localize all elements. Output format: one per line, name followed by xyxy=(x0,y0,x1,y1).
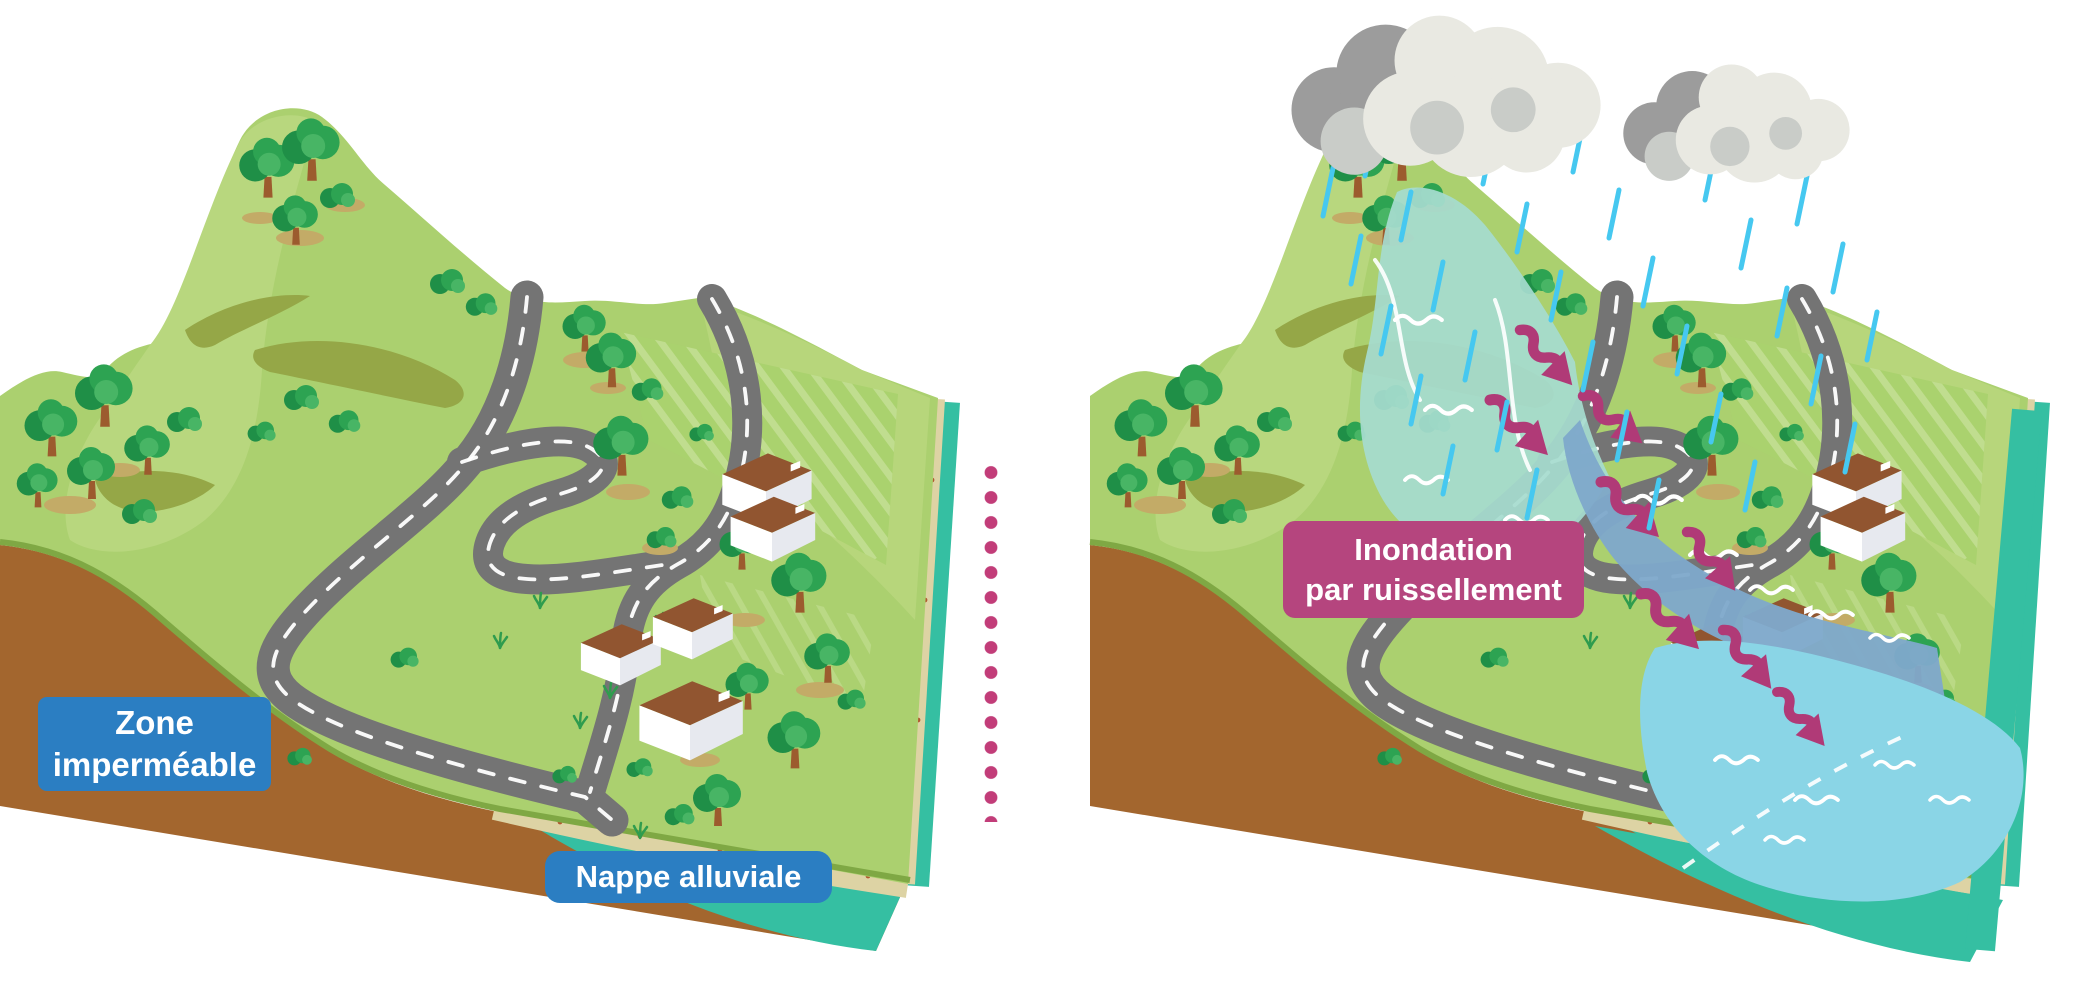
rain-cloud-icon xyxy=(1291,15,1601,177)
inondation-ruissellement-label: Inondation par ruissellement xyxy=(1283,521,1584,618)
terrain-scene-normal xyxy=(0,0,960,996)
runoff-sheet xyxy=(1359,187,1610,561)
zone-impermeable-line1: Zone xyxy=(115,703,194,741)
rain-cloud-icon xyxy=(1623,64,1850,183)
dotted-divider xyxy=(984,460,998,822)
nappe-alluviale-text: Nappe alluviale xyxy=(575,859,802,895)
inondation-line1: Inondation xyxy=(1354,531,1513,567)
rain-cloud-icons xyxy=(1291,15,1850,183)
runoff-torrent xyxy=(1563,420,1945,700)
inondation-line2: par ruissellement xyxy=(1305,571,1562,607)
nappe-alluviale-label: Nappe alluviale xyxy=(545,851,832,903)
flood-pool xyxy=(1640,640,2024,902)
rain-streaks xyxy=(1320,121,1880,531)
zone-impermeable-label: Zone imperméable xyxy=(38,697,271,791)
terrain-scene-flood xyxy=(1075,15,2078,996)
zone-impermeable-line2: imperméable xyxy=(52,746,257,783)
